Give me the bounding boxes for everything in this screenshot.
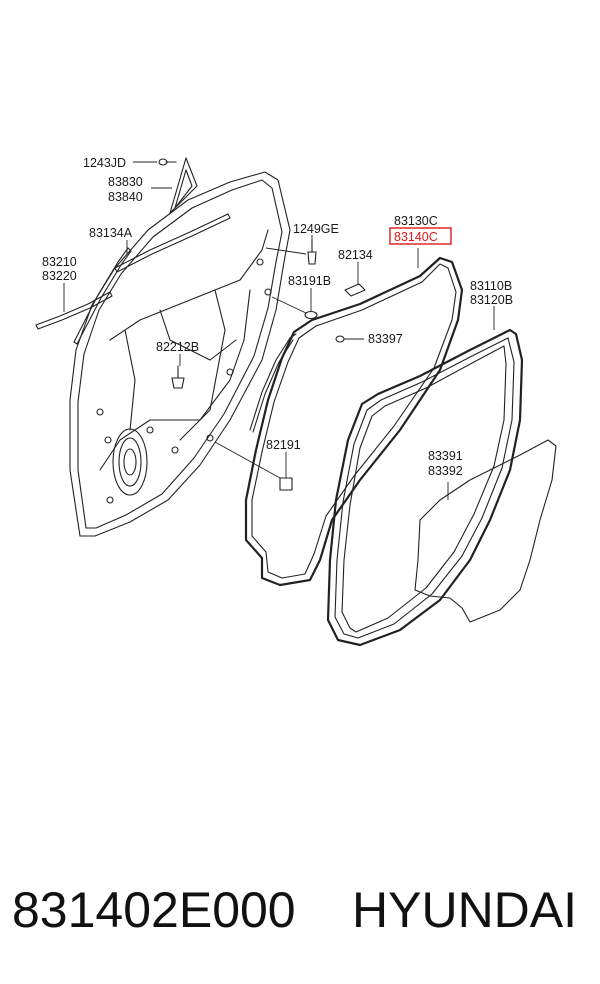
pad-82134 [344,283,366,297]
label-83397: 83397 [368,332,403,346]
label-82134: 82134 [338,248,373,262]
sealing-cover-83391 [414,439,557,623]
label-1249ge: 1249GE [293,222,339,236]
brand-caption: HYUNDAI [352,882,578,938]
label-83130c: 83130C [394,214,438,228]
label-1243jd: 1243JD [83,156,126,170]
label-82212b: 82212B [156,340,199,354]
window-channel-strip [114,213,231,273]
label-83220: 83220 [42,269,77,283]
door-inner-panel [69,171,291,537]
label-83391: 83391 [428,449,463,463]
label-83840: 83840 [108,190,143,204]
label-83120b: 83120B [470,293,513,307]
label-83191b: 83191B [288,274,331,288]
bolt-82212b [171,365,185,389]
highlight-box [389,227,452,245]
leader-lines [63,161,495,500]
screw-1243jd [158,158,177,166]
label-82191: 82191 [266,438,301,452]
label-83830: 83830 [108,175,143,189]
belt-weatherstrip-83134a [73,247,132,345]
label-83140c: 83140C [394,230,438,244]
label-83210: 83210 [42,255,77,269]
label-83110b: 83110B [470,279,512,293]
outer-weatherstrip-83210 [35,291,113,330]
delta-trim-83830 [169,157,198,214]
part-number-caption: 831402E000 [12,882,296,938]
grommet-83397 [335,335,345,343]
body-side-weatherstrip-83140c [244,256,464,587]
label-83134a: 83134A [89,226,133,240]
part-labels: 1243JD 83830 83840 83134A 83210 83220 12… [42,156,513,478]
clip-82191 [279,477,293,491]
door-weatherstrip-83110b [326,328,524,647]
clip-1249ge [307,239,317,265]
label-83392: 83392 [428,464,463,478]
plug-83191b [304,310,318,320]
